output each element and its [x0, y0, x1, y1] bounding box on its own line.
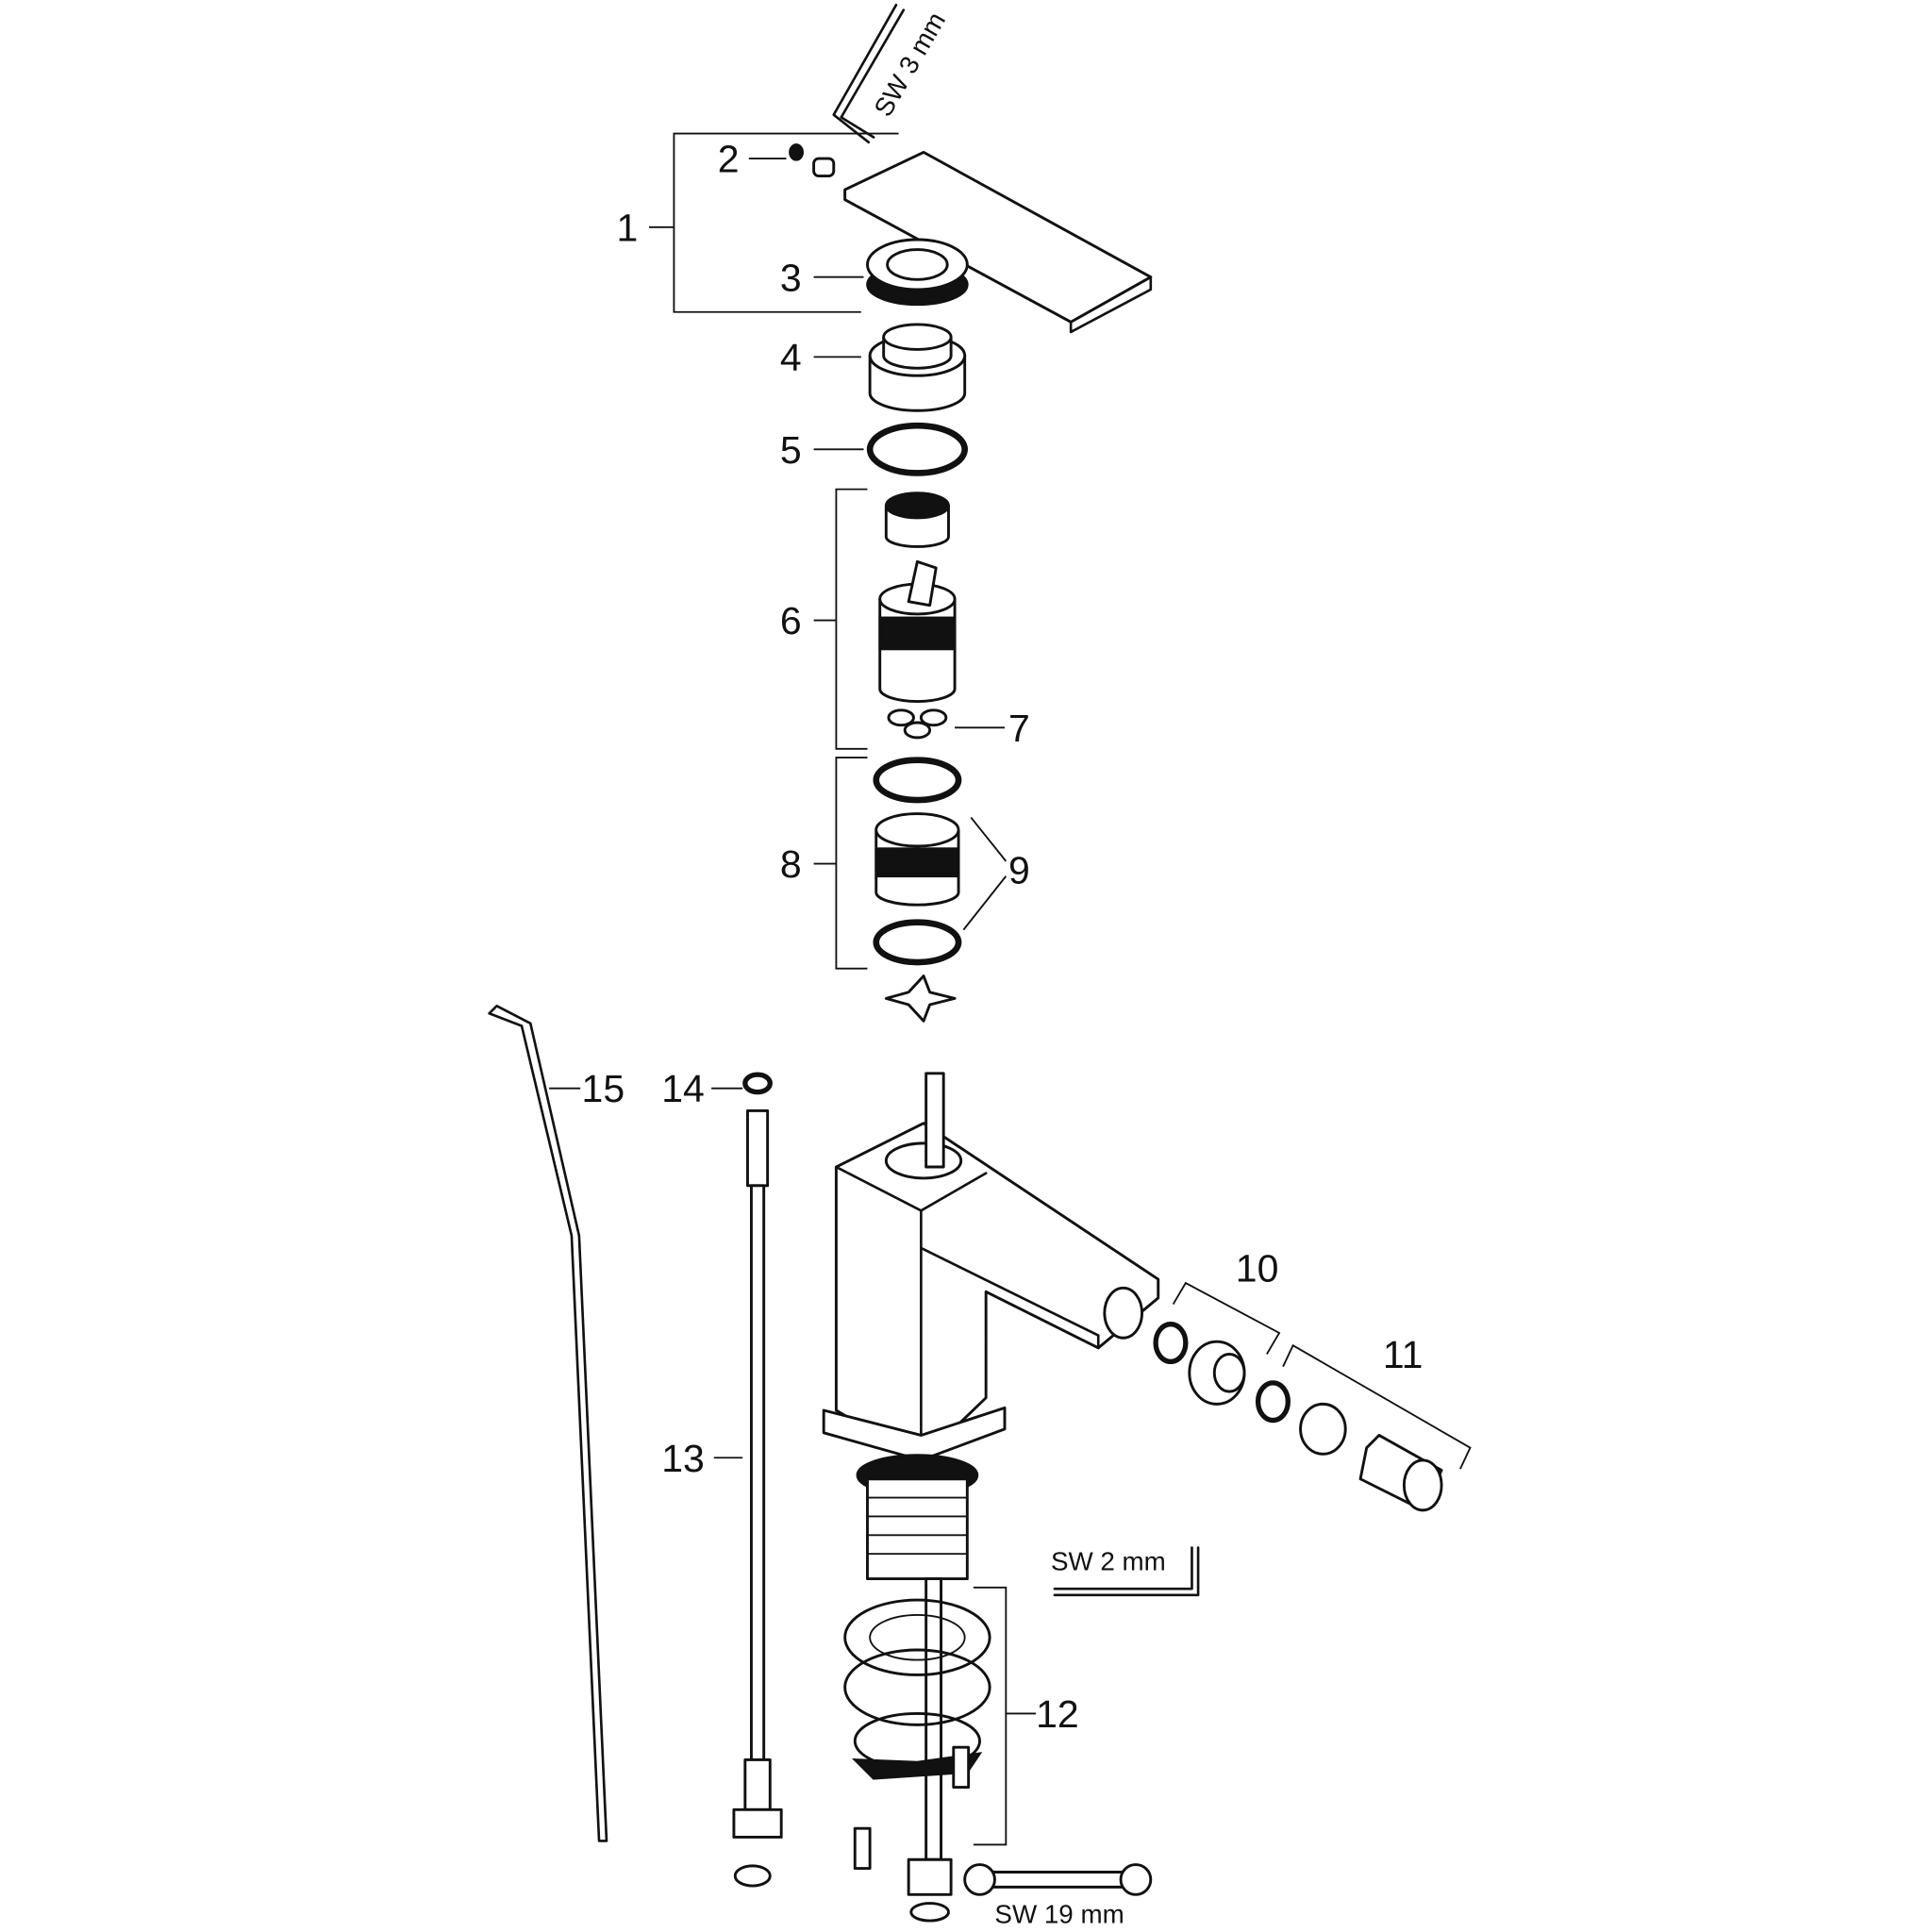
callout-7: 7 — [887, 707, 1030, 750]
svg-text:1: 1 — [617, 206, 639, 249]
callout-15: 15 — [488, 1005, 625, 1842]
svg-text:12: 12 — [1036, 1692, 1079, 1736]
svg-text:8: 8 — [780, 842, 802, 886]
allen-key-sw3: SW 3 mm — [832, 3, 951, 144]
callout-10: 10 — [1153, 1247, 1281, 1406]
callout-6: 6 — [780, 488, 957, 750]
callout-3: 3 — [780, 238, 969, 307]
svg-text:2: 2 — [718, 138, 740, 181]
svg-text:13: 13 — [661, 1437, 705, 1480]
wrench-sw19-label: SW 19 mm — [994, 1900, 1124, 1929]
allen-key-sw3-label: SW 3 mm — [868, 8, 951, 122]
svg-text:4: 4 — [780, 336, 802, 379]
wrench-sw19: SW 19 mm — [963, 1863, 1153, 1929]
allen-key-sw2: SW 2 mm — [1051, 1546, 1200, 1597]
callout-11: 11 — [1255, 1333, 1472, 1512]
svg-text:7: 7 — [1008, 707, 1030, 750]
svg-text:3: 3 — [780, 256, 802, 299]
svg-text:10: 10 — [1236, 1247, 1279, 1291]
svg-text:5: 5 — [780, 428, 802, 472]
callout-9: 9 — [962, 816, 1030, 931]
callout-8: 8 — [780, 757, 962, 970]
callout-4: 4 — [780, 323, 967, 412]
retaining-clip — [884, 974, 957, 1023]
callout-5: 5 — [780, 422, 968, 476]
svg-text:9: 9 — [1008, 849, 1030, 892]
callout-12: 12 — [843, 1586, 1079, 1923]
svg-text:14: 14 — [661, 1067, 705, 1110]
svg-text:SW 2 mm: SW 2 mm — [1051, 1546, 1166, 1575]
callout-13: 13 — [661, 1109, 783, 1888]
callout-2: 2 — [718, 138, 836, 181]
faucet-body — [822, 1072, 1160, 1861]
svg-text:11: 11 — [1383, 1333, 1424, 1376]
callout-1: 1 — [617, 132, 899, 313]
callout-14: 14 — [661, 1067, 773, 1110]
svg-text:6: 6 — [780, 599, 802, 642]
svg-text:15: 15 — [582, 1067, 625, 1110]
lever-handle — [843, 150, 1153, 334]
